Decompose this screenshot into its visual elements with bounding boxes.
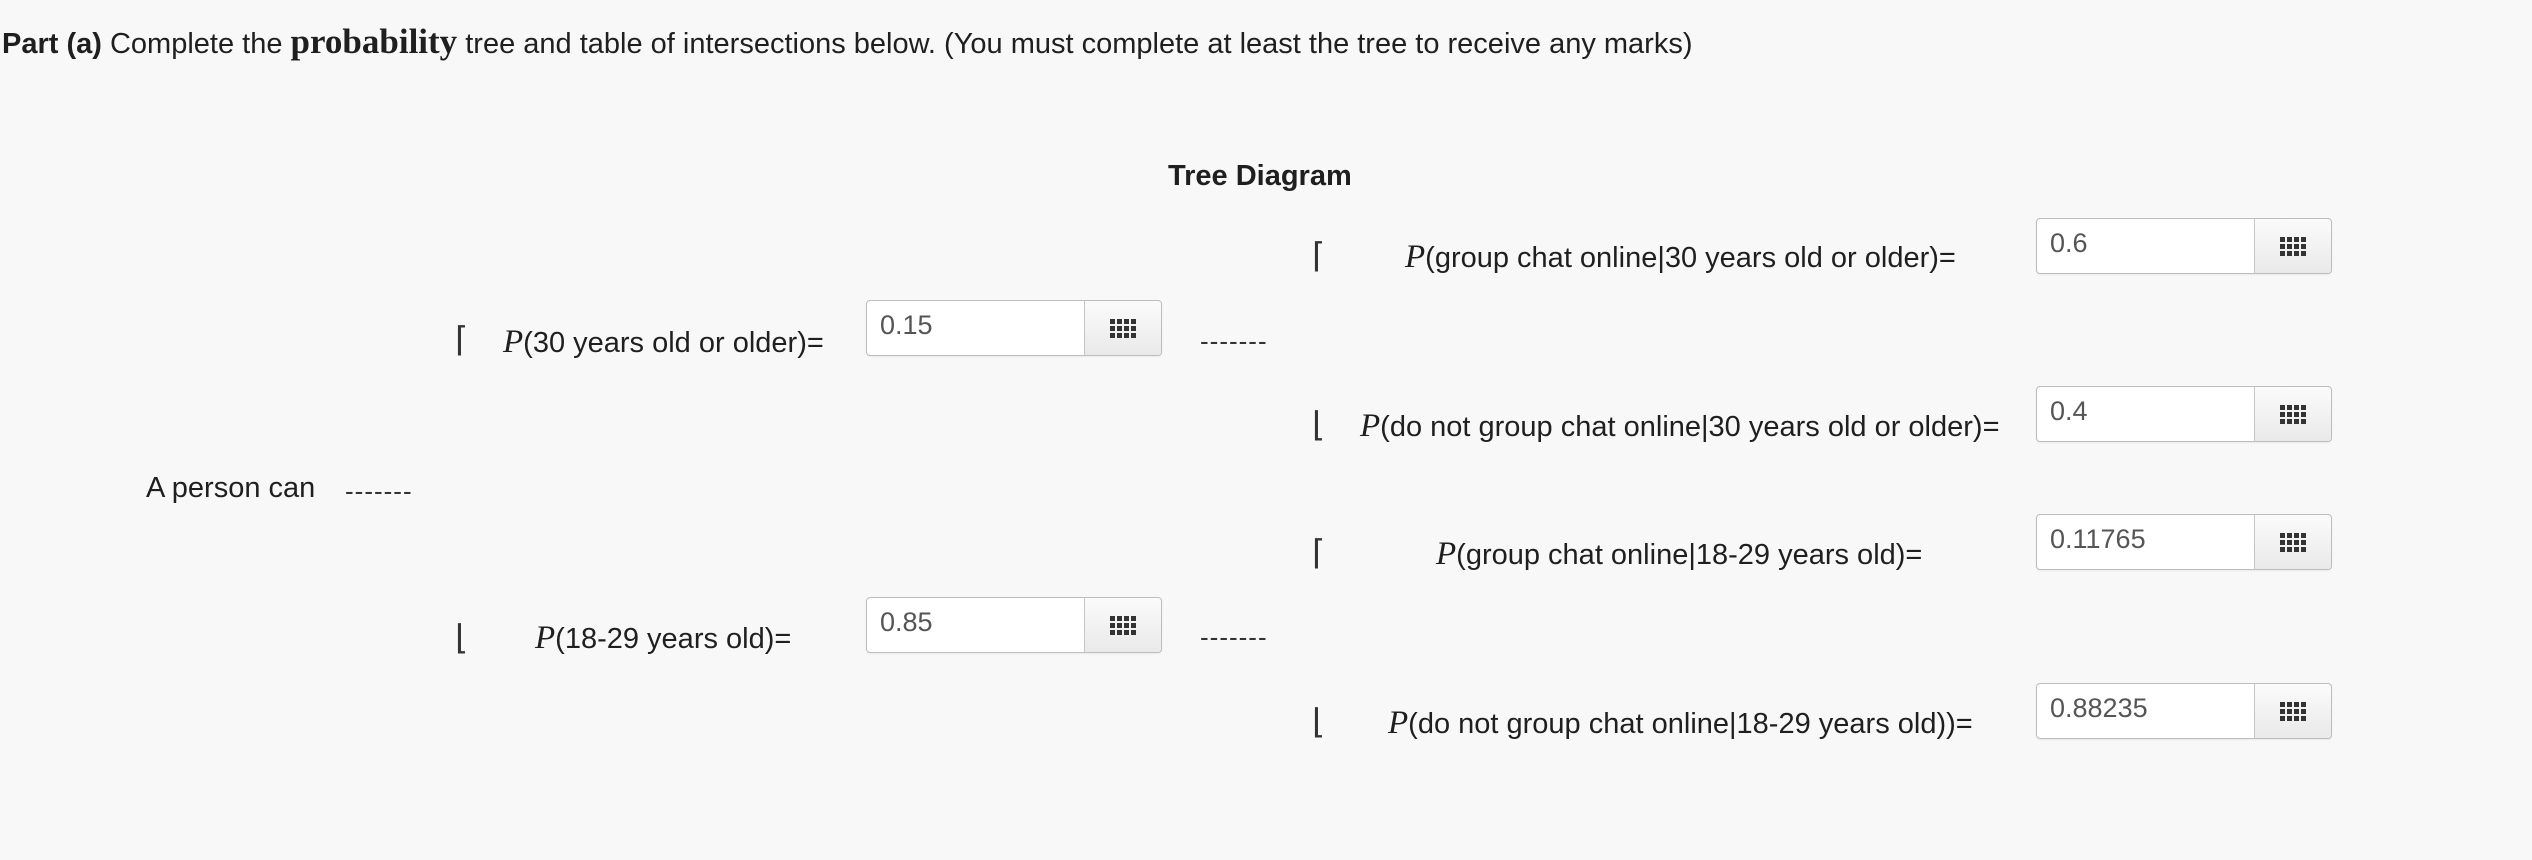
prompt-text-post: tree and table of intersections below. (… [465,28,1693,60]
keypad-grid-icon [2280,532,2306,552]
keypad-grid-icon [2280,236,2306,256]
root-connector: ------- [345,476,413,506]
branch-bracket-bottom: ⌊ [1312,405,1326,445]
keypad-grid-icon [2280,404,2306,424]
probability-symbol: P [1388,705,1409,741]
probability-symbol: P [503,324,524,360]
branch-text: (do not group chat online|18-29 years ol… [1408,708,1973,740]
keypad-grid-icon [2280,701,2306,721]
probability-symbol: P [1405,239,1426,275]
tree-root-label: A person can [146,472,316,504]
prompt-emphasis: probability [290,22,458,61]
branch-bracket-top: ⌈ [455,320,469,360]
probability-symbol: P [1436,536,1457,572]
branch-bracket-top: ⌈ [1312,533,1326,573]
connector-18-29: ------- [1200,622,1268,652]
answer-field-30-plus [866,300,1162,356]
branch-label-no-chat-18-29: P(do not group chat online|18-29 years o… [1388,703,1973,744]
branch-text: (30 years old or older)= [523,327,824,359]
tree-diagram-title: Tree Diagram [1168,160,1352,192]
connector-30-plus: ------- [1200,326,1268,356]
answer-field-chat-18-29 [2036,514,2332,570]
answer-field-chat-30-plus [2036,218,2332,274]
branch-label-18-29: P(18-29 years old)= [535,618,791,659]
branch-text: (group chat online|18-29 years old)= [1456,539,1923,571]
keypad-grid-icon [1110,318,1136,338]
keypad-button[interactable] [2254,515,2331,569]
branch-text: (do not group chat online|30 years old o… [1380,411,2000,443]
branch-label-chat-30-plus: P(group chat online|30 years old or olde… [1405,237,1956,278]
keypad-button[interactable] [2254,219,2331,273]
branch-text: (group chat online|30 years old or older… [1425,242,1956,274]
answer-input-no-chat-18-29[interactable] [2037,684,2254,738]
probability-symbol: P [535,620,556,656]
keypad-button[interactable] [2254,387,2331,441]
branch-bracket-top: ⌈ [1312,236,1326,276]
answer-input-30-plus[interactable] [867,301,1084,355]
keypad-button[interactable] [1084,598,1161,652]
answer-input-18-29[interactable] [867,598,1084,652]
keypad-grid-icon [1110,615,1136,635]
keypad-button[interactable] [1084,301,1161,355]
branch-bracket-bottom: ⌊ [455,618,469,658]
branch-text: (18-29 years old)= [555,623,792,655]
question-prompt: Part (a) Complete the probability tree a… [2,22,1692,64]
answer-input-no-chat-30-plus[interactable] [2037,387,2254,441]
answer-field-no-chat-18-29 [2036,683,2332,739]
probability-symbol: P [1360,408,1381,444]
branch-label-chat-18-29: P(group chat online|18-29 years old)= [1436,534,1922,575]
branch-label-30-plus: P(30 years old or older)= [503,322,824,363]
prompt-text-pre: Complete the [109,28,283,60]
part-label: Part (a) [2,28,102,60]
answer-field-no-chat-30-plus [2036,386,2332,442]
keypad-button[interactable] [2254,684,2331,738]
answer-input-chat-30-plus[interactable] [2037,219,2254,273]
answer-field-18-29 [866,597,1162,653]
branch-bracket-bottom: ⌊ [1312,702,1326,742]
branch-label-no-chat-30-plus: P(do not group chat online|30 years old … [1360,406,2000,447]
answer-input-chat-18-29[interactable] [2037,515,2254,569]
